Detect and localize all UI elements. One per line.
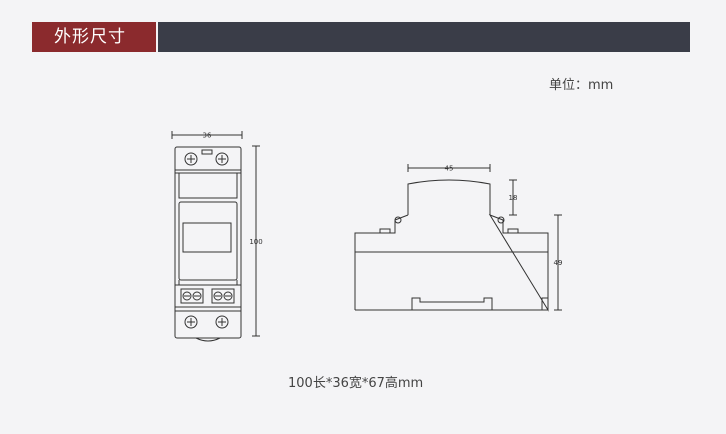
din-rail-clip: [411, 297, 493, 310]
screw-terminal: [215, 315, 229, 329]
side-body-height-label: 49: [554, 259, 563, 267]
display-frame: [178, 201, 238, 281]
screw-terminal: [215, 152, 229, 166]
screw-terminal: [184, 152, 198, 166]
front-view: [171, 131, 260, 342]
screw-terminal: [184, 315, 198, 329]
side-top-width-label: 45: [445, 165, 454, 173]
side-top-cap: [407, 179, 491, 215]
front-width-label: 36: [203, 132, 212, 140]
lcd-window: [182, 222, 232, 253]
small-terminal-block: [180, 288, 204, 304]
front-body-outline: [174, 146, 242, 339]
dimension-caption: 100长*36宽*67高mm: [288, 376, 424, 391]
small-terminal-block: [211, 288, 235, 304]
front-height-label: 100: [249, 238, 262, 246]
section-title: 外形尺寸: [32, 22, 158, 52]
side-step-height-label: 18: [509, 194, 518, 202]
side-view: [354, 164, 562, 312]
side-body-outline: [354, 214, 549, 312]
unit-label: 单位：mm: [549, 78, 614, 93]
